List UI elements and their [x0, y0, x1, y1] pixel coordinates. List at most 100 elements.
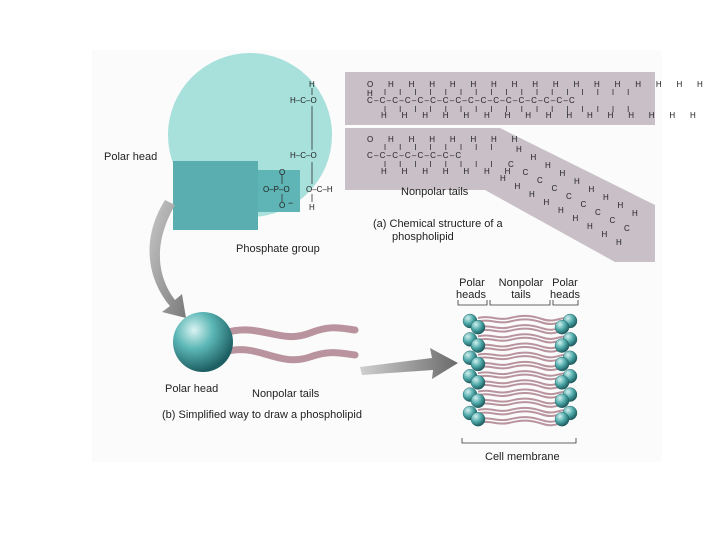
bent-carbon: C	[551, 184, 558, 193]
membrane-tail	[477, 355, 567, 362]
bent-carbon: C	[580, 200, 587, 209]
bent-hydrogen-top: H	[574, 177, 580, 186]
bent-hydrogen-bottom: H	[558, 206, 564, 215]
membrane-head	[470, 320, 486, 335]
phosphate-charge: −	[288, 198, 294, 208]
phosphate-o-top: O	[279, 168, 286, 177]
bent-hydrogen-bottom: H	[616, 238, 622, 247]
lower-tail-h-bottom: H H H H H H H	[381, 167, 517, 176]
curved-arrow	[149, 200, 186, 318]
bent-hydrogen-bottom: H	[500, 174, 506, 183]
simplified-tail-upper	[221, 324, 359, 341]
phosphate-group-label: Phosphate group	[236, 243, 320, 255]
membrane-head	[470, 375, 486, 390]
phosphate-o-bottom: O	[279, 201, 286, 210]
membrane-tail	[477, 336, 567, 344]
upper-tail-band	[345, 72, 655, 125]
polar-head-label-a: Polar head	[104, 151, 158, 163]
phosphate-square	[258, 170, 300, 212]
lower-tail-chain: C–C–C–C–C–C–C–C	[367, 151, 463, 160]
membrane-brackets	[457, 300, 579, 444]
membrane-tail	[477, 351, 567, 359]
bent-hydrogen-bottom: H	[529, 190, 535, 199]
nonpolar-tails-label-a: Nonpolar tails	[401, 186, 469, 198]
upper-tail-h-row: O H H H H H H H H H H H H H H H H H	[367, 80, 710, 98]
membrane-head	[554, 338, 570, 353]
bent-hydrogen-top: H	[632, 209, 638, 218]
bent-hydrogen-top: H	[516, 145, 522, 154]
bent-carbon: C	[508, 160, 514, 169]
cell-membrane-label: Cell membrane	[485, 451, 560, 463]
bent-carbon: C	[595, 208, 601, 217]
caption-a-line2: phospholipid	[392, 231, 454, 243]
membrane-tail	[477, 388, 567, 396]
nonpolar-tails-mid-line1: Nonpolar	[498, 277, 544, 289]
bent-hydrogen-bottom: H	[601, 230, 608, 239]
lower-tail-band	[345, 128, 655, 262]
upper-chain-bonds	[384, 89, 629, 112]
membrane-tail	[477, 382, 567, 390]
lower-tail-h-row: O H H H H H H H	[367, 135, 524, 144]
membrane-tail	[477, 373, 567, 381]
nonpolar-tails-label-b: Nonpolar tails	[252, 388, 320, 400]
polar-head-label-b: Polar head	[165, 383, 219, 395]
bent-hydrogen-top: H	[545, 161, 551, 170]
upper-tail-chain: C–C–C–C–C–C–C–C–C–C–C–C–C–C–C–C–C	[367, 96, 577, 105]
glycerol-h-top: H	[309, 80, 315, 89]
bent-hydrogen-top: H	[617, 201, 624, 210]
membrane-heads	[462, 313, 578, 427]
membrane-tail	[477, 410, 567, 418]
upper-tail-h-bottom: H H H H H H H H H H H H H H H H	[381, 111, 703, 120]
membrane-head	[470, 338, 486, 353]
membrane-tail	[477, 391, 567, 399]
bent-carbon: C	[609, 216, 616, 225]
membrane-tail	[477, 419, 567, 427]
bent-hydrogen-top: H	[588, 185, 595, 194]
bent-carbon: C	[566, 192, 572, 201]
membrane-head	[554, 393, 570, 408]
polar-heads-right-line2: heads	[550, 289, 580, 301]
nonpolar-tails-mid-line2: tails	[511, 289, 531, 301]
lower-chain-bonds	[384, 144, 492, 167]
membrane-tail	[477, 314, 567, 322]
bent-hydrogen-bottom: H	[514, 182, 521, 191]
membrane-head	[470, 412, 486, 427]
membrane-tails	[477, 314, 567, 427]
bent-carbon: C	[624, 224, 630, 233]
caption-a-line1: (a) Chemical structure of a	[373, 218, 503, 230]
membrane-head	[554, 375, 570, 390]
membrane-tail	[477, 406, 567, 414]
simplified-tail-lower	[221, 346, 359, 364]
membrane-tail	[477, 318, 567, 326]
membrane-tail	[477, 401, 567, 408]
membrane-head	[470, 393, 486, 408]
bent-carbon: C	[537, 176, 543, 185]
glycerol-row-2: H–C–O	[290, 151, 317, 160]
bent-hydrogen-bottom: H	[572, 214, 579, 223]
membrane-tail	[477, 345, 567, 353]
glycerol-h-bottom: H	[309, 203, 315, 212]
membrane-tail	[477, 327, 567, 335]
membrane-head	[554, 320, 570, 335]
bent-carbon: C	[522, 168, 529, 177]
polar-heads-left-line1: Polar	[459, 277, 485, 289]
membrane-tail	[477, 333, 567, 340]
bent-hydrogen-top: H	[559, 169, 566, 178]
straight-arrow	[360, 348, 458, 379]
caption-b: (b) Simplified way to draw a phospholipi…	[162, 409, 362, 421]
bent-hydrogen-top: H	[603, 193, 609, 202]
membrane-tail	[477, 364, 567, 372]
glycerol-bonds	[281, 88, 313, 202]
membrane-head	[554, 412, 570, 427]
glycerol-row-3: O–C–H	[306, 185, 333, 194]
bent-hydrogen-bottom: H	[543, 198, 550, 207]
bent-hydrogen-top: H	[530, 153, 537, 162]
membrane-head	[470, 356, 486, 372]
polar-heads-right-line1: Polar	[552, 277, 578, 289]
polar-heads-left-line2: heads	[456, 289, 486, 301]
membrane-head	[554, 356, 570, 372]
overlay-square	[173, 161, 258, 230]
membrane-tail	[477, 370, 567, 377]
